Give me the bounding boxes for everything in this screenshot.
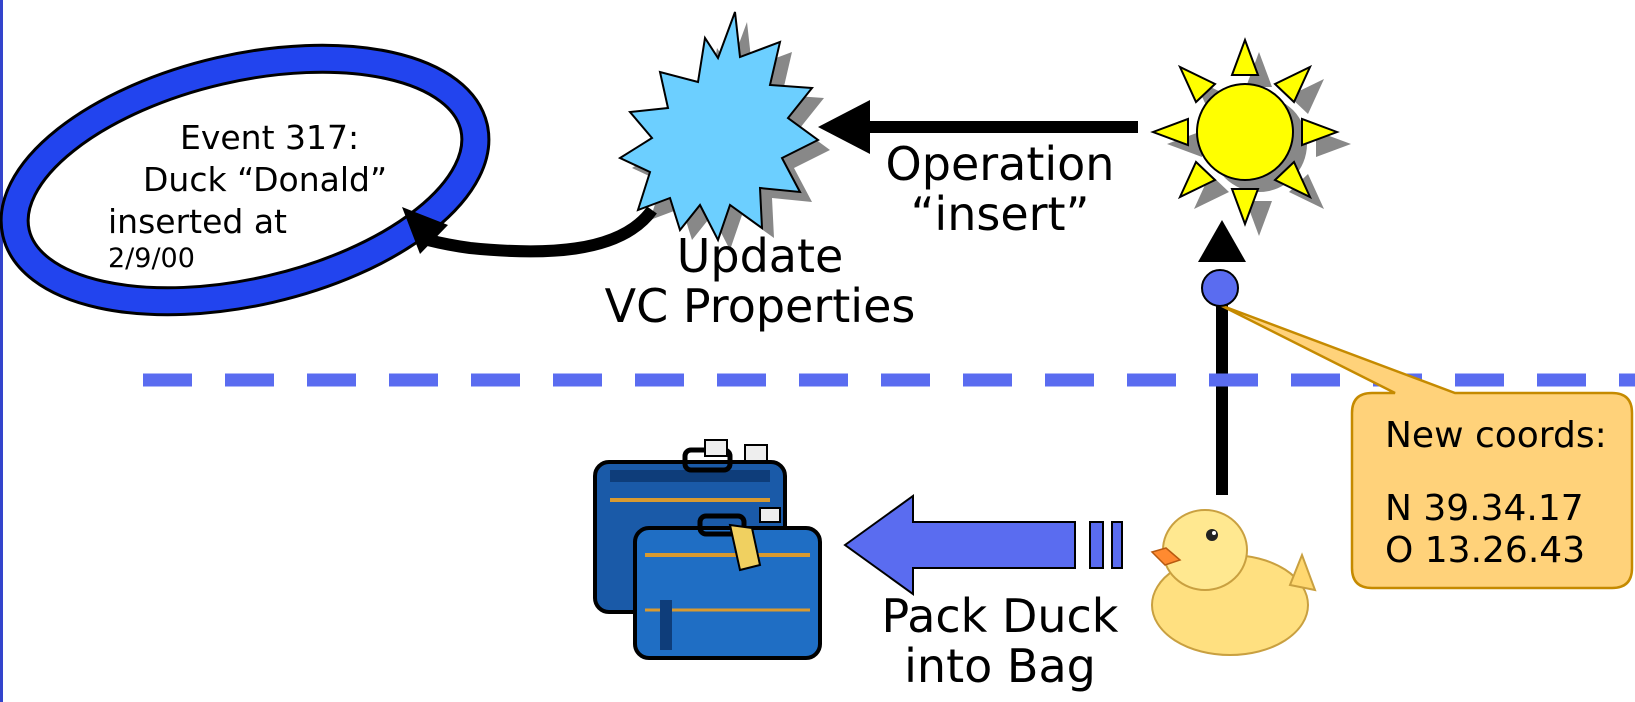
update-label-line1: Update [676,229,844,283]
operation-label-line1: Operation [885,137,1115,191]
rubber-duck-icon [1150,509,1317,656]
callout-east-coord: O 13.26.43 [1385,530,1586,571]
pack-label-line1: Pack Duck [881,589,1119,643]
left-edge-stripe [0,0,3,702]
connector-node [1201,269,1239,307]
operation-label-line2: “insert” [910,186,1090,241]
arrow-duck-to-sun [1198,220,1246,495]
arrow-update-to-event [402,206,657,258]
event-label-line1: Event 317: [180,118,360,157]
pack-label-line2: into Bag [904,638,1096,693]
event-label-line2: Duck “Donald” [143,160,388,199]
event-label-line4: 2/9/00 [108,243,195,274]
starburst-icon [617,11,830,250]
event-label-line3: inserted at [108,202,287,241]
update-label: Update VC Properties [600,229,920,333]
luggage-icon [593,439,822,660]
sun-icon [1150,37,1351,236]
operation-label: Operation “insert” [860,137,1140,241]
callout-title: New coords: [1385,415,1607,456]
callout-north-coord: N 39.34.17 [1385,488,1584,529]
arrow-operation-to-update [818,100,1138,154]
update-label-line2: VC Properties [604,278,916,333]
pack-arrow [843,494,1123,596]
coords-callout [1219,303,1634,590]
pack-label: Pack Duck into Bag [850,589,1150,693]
event-ellipse [0,43,491,317]
